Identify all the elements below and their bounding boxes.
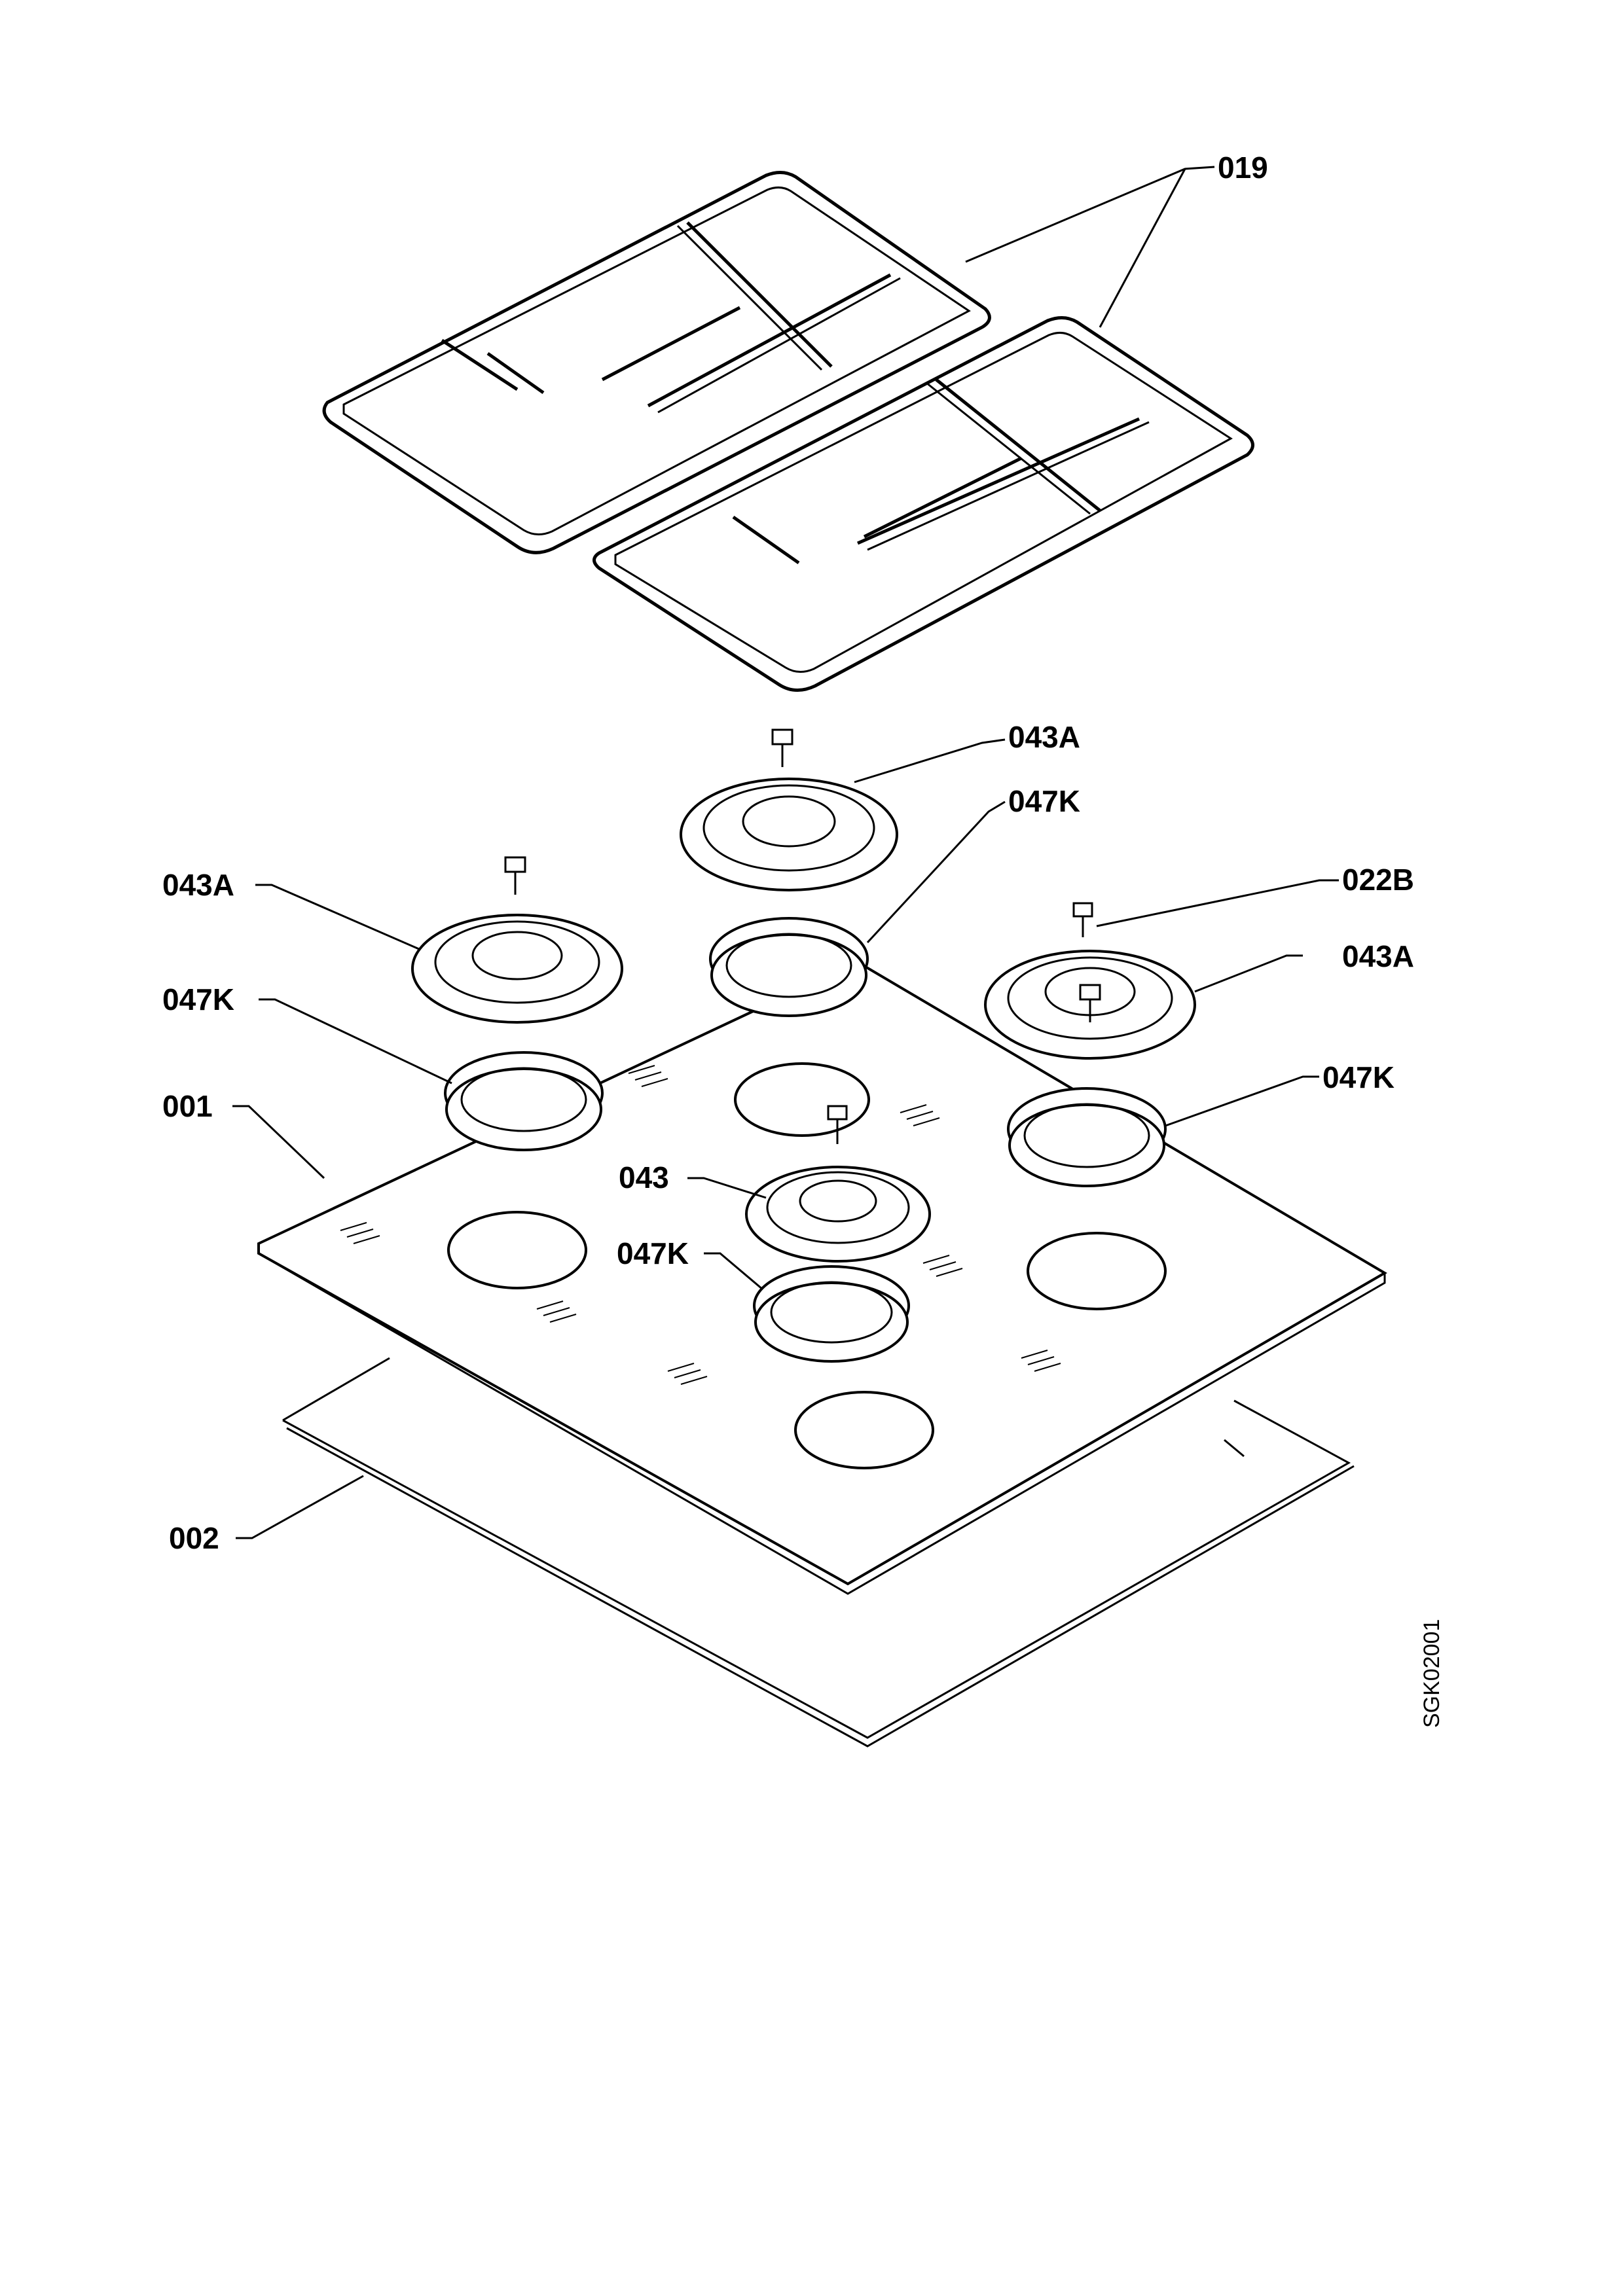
pan-support-right — [593, 316, 1254, 692]
label-047k-left: 047K — [162, 982, 234, 1016]
label-043a-right: 043A — [1342, 939, 1414, 973]
screw-right-cap — [1079, 984, 1101, 1022]
burner-ring-left — [444, 1051, 604, 1151]
burner-cap-center — [745, 1166, 931, 1263]
glass-hatching — [340, 1065, 1061, 1385]
screw-center — [827, 1105, 848, 1144]
drawing-code: SGK02001 — [1419, 1619, 1444, 1728]
label-019: 019 — [1218, 151, 1268, 185]
burner-ring-center — [753, 1265, 910, 1363]
label-043a-rear: 043A — [1008, 720, 1080, 754]
screw-rear — [771, 728, 793, 767]
screw-right-top — [1072, 902, 1093, 937]
label-043-center: 043 — [619, 1160, 669, 1194]
label-047k-rear: 047K — [1008, 784, 1080, 818]
leader-lines — [232, 166, 1339, 1539]
burner-cap-left — [411, 914, 623, 1024]
label-043a-left: 043A — [162, 868, 234, 902]
pan-support-left — [322, 171, 991, 554]
screw-left — [504, 856, 526, 895]
label-047k-right: 047K — [1322, 1060, 1395, 1094]
burner-cap-rear — [680, 778, 898, 891]
burner-ring-right — [1007, 1087, 1167, 1187]
label-022b: 022B — [1342, 863, 1414, 897]
label-002: 002 — [169, 1521, 219, 1555]
burner-ring-rear — [709, 917, 869, 1017]
label-047k-center: 047K — [617, 1236, 689, 1270]
gasket-seal — [282, 1357, 1355, 1748]
label-001: 001 — [162, 1089, 213, 1123]
